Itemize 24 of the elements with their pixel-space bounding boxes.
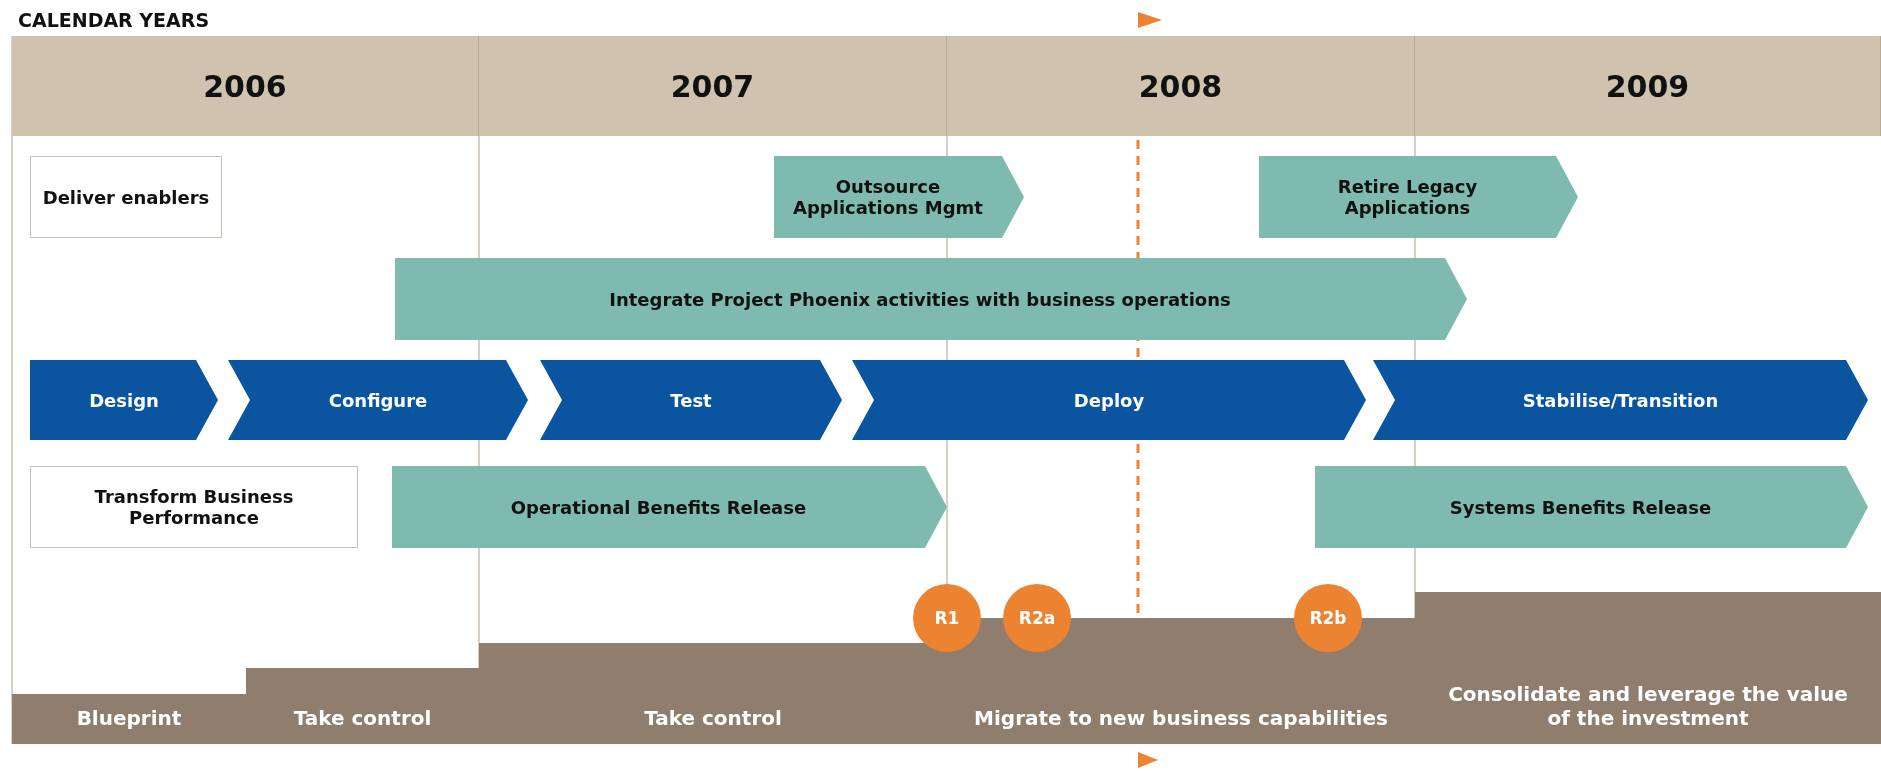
step-band: Blueprint [12, 694, 246, 744]
year-header: 2009 [1415, 36, 1881, 136]
phase-banner: Test [540, 360, 842, 440]
step-band: Take control [479, 643, 947, 744]
milestone-circle: R1 [913, 584, 981, 652]
activity-banner: Retire Legacy Applications [1259, 156, 1578, 238]
year-header: 2006 [12, 36, 479, 136]
activity-banner: Systems Benefits Release [1315, 466, 1868, 548]
activity-banner: Outsource Applications Mgmt [774, 156, 1024, 238]
phase-banner: Design [30, 360, 218, 440]
phase-banner: Deploy [852, 360, 1366, 440]
activity-banner: Operational Benefits Release [392, 466, 947, 548]
year-header: 2008 [947, 36, 1415, 136]
milestone-circle: R2b [1294, 584, 1362, 652]
text-box: Deliver enablers [30, 156, 222, 238]
phase-banner: Stabilise/Transition [1373, 360, 1868, 440]
activity-banner: Integrate Project Phoenix activities with business operations [395, 258, 1467, 340]
axis-title: CALENDAR YEARS [18, 9, 210, 31]
year-header: 2007 [479, 36, 947, 136]
phase-banner: Configure [228, 360, 528, 440]
step-band: Consolidate and leverage the value of the investment [1415, 592, 1881, 744]
step-band: Take control [246, 668, 479, 744]
text-box: Transform Business Performance [30, 466, 358, 548]
milestone-circle: R2a [1003, 584, 1071, 652]
